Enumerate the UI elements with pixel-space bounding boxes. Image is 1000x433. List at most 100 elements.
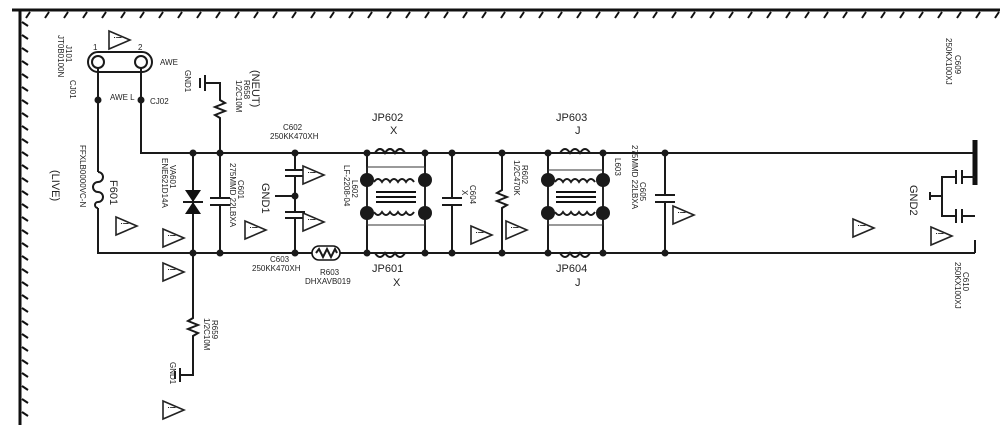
border-tick	[918, 11, 924, 19]
component-label: 275MMD 22LBXA	[630, 145, 639, 210]
component-label: JT0B0100N	[56, 35, 65, 77]
border-tick	[804, 11, 810, 19]
warning-mark: !	[165, 268, 177, 271]
component-label: C603	[270, 255, 290, 264]
border-tick	[177, 11, 183, 19]
varistor-va601: VA601 ENE621D14A GND1 R659 1/2C10M	[160, 153, 219, 385]
border-tick	[21, 125, 29, 131]
junction-dot	[94, 96, 102, 104]
border-tick	[880, 11, 886, 19]
component-label: R602	[520, 165, 529, 185]
component-label: L603	[613, 158, 622, 176]
component-label: R603	[320, 268, 340, 277]
component-label: JP604	[556, 263, 587, 275]
border-tick	[21, 164, 29, 170]
common-mode-choke-l603: L603 JP603 J JP604 J	[541, 112, 622, 289]
border-tick	[538, 11, 544, 19]
resistor-r603: R603 DHXAVB019	[305, 245, 351, 286]
component-label: (NEUT)	[249, 70, 261, 107]
warning-triangle-icon: !	[162, 227, 187, 249]
junction-dot	[291, 149, 299, 157]
warning-triangle-icon: !	[302, 164, 327, 186]
border-tick	[139, 11, 145, 19]
border-tick	[21, 281, 29, 287]
border-tick	[21, 307, 29, 313]
component-label: JP601	[372, 263, 403, 275]
warning-mark: !	[933, 232, 945, 235]
junction-dot	[216, 249, 224, 257]
warning-mark: !	[247, 226, 259, 229]
component-label: J	[575, 277, 581, 289]
border-tick	[709, 11, 715, 19]
border-tick	[728, 11, 734, 19]
border-tick	[557, 11, 563, 19]
capacitor-c609-c610: GND2 C609 250KX100XJ C610 250KX100XJ	[907, 38, 975, 309]
border-tick	[519, 11, 525, 19]
border-tick	[329, 11, 335, 19]
component-label: 250KX100XJ	[944, 38, 953, 85]
component-label: C610	[961, 272, 970, 292]
border-tick	[21, 242, 29, 248]
border-tick	[21, 190, 29, 196]
capacitor-c602-c603: C602 250KK470XH C603 250KK470XH GND1	[252, 123, 319, 273]
component-label: 1/2C470K	[512, 160, 521, 196]
border-tick	[158, 11, 164, 19]
border-tick	[196, 11, 202, 19]
border-tick	[652, 11, 658, 19]
border-tick	[21, 385, 29, 391]
junction-dot	[189, 149, 197, 157]
junction-dot	[291, 249, 299, 257]
border-tick	[21, 333, 29, 339]
component-label: R659	[210, 320, 219, 340]
border-tick	[462, 11, 468, 19]
border-tick	[21, 151, 29, 157]
border-tick	[63, 11, 69, 19]
component-label: LF-2208-04	[342, 165, 351, 207]
component-label: 2	[138, 43, 143, 52]
component-label: AWE	[160, 58, 178, 67]
component-label: J	[575, 125, 581, 137]
warning-triangle-icon: !	[108, 29, 133, 51]
junction-dot	[291, 192, 299, 200]
component-label: 250KK470XH	[270, 132, 319, 141]
component-label: 250KX100XJ	[953, 262, 962, 309]
border-tick	[994, 11, 1000, 19]
component-label: 275MMD 22LBXA	[228, 163, 237, 228]
junction-dot	[189, 249, 197, 257]
junction-dot	[599, 149, 607, 157]
junction-dot	[216, 149, 224, 157]
component-label: C605	[638, 182, 647, 202]
border-tick	[291, 11, 297, 19]
border-tick	[82, 11, 88, 19]
component-label: C609	[953, 55, 962, 75]
warning-triangle-icon: !	[470, 224, 495, 246]
border-tick	[21, 99, 29, 105]
warning-triangle-icon: !	[302, 211, 327, 233]
junction-dot	[661, 249, 669, 257]
border-tick	[21, 203, 29, 209]
border-tick	[21, 411, 29, 417]
junction-dot	[498, 149, 506, 157]
border-tick	[842, 11, 848, 19]
component-label: 1/2C10M	[202, 318, 211, 351]
component-label: X	[460, 190, 469, 196]
junction-dot	[421, 149, 429, 157]
component-label: C601	[236, 180, 245, 200]
warning-triangle-icon: !	[930, 225, 955, 247]
warning-triangle-icon: !	[162, 261, 187, 283]
capacitor-c604: C604 X	[442, 153, 477, 253]
border-tick	[21, 346, 29, 352]
component-label: F601	[107, 180, 119, 205]
capacitor-c601: C601 275MMD 22LBXA	[210, 153, 245, 253]
junction-dot	[448, 149, 456, 157]
border-tick	[120, 11, 126, 19]
border-tick	[690, 11, 696, 19]
component-label: 1	[93, 43, 98, 52]
border-tick	[21, 60, 29, 66]
capacitor-c605: C605 275MMD 22LBXA	[630, 145, 675, 253]
border-tick	[21, 255, 29, 261]
component-label: ENE621D14A	[160, 158, 169, 208]
warning-mark: !	[165, 406, 177, 409]
component-label: GND1	[168, 362, 177, 385]
border-tick	[21, 229, 29, 235]
